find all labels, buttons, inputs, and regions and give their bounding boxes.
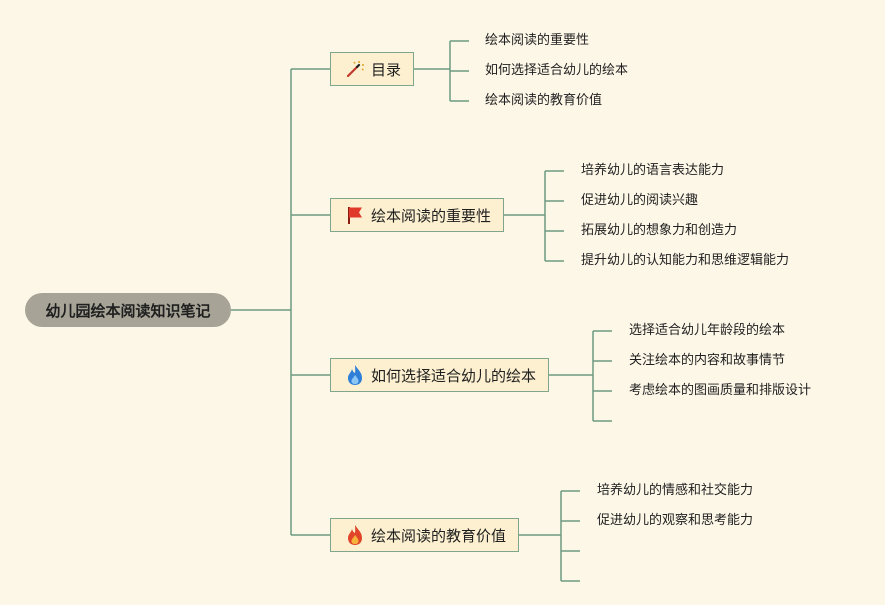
red-flag-icon xyxy=(345,204,365,226)
leaf-item[interactable]: 如何选择适合幼儿的绘本 xyxy=(485,63,629,78)
leaf-item[interactable]: 关注绘本的内容和故事情节 xyxy=(629,353,786,368)
leaf-item[interactable]: 绘本阅读的重要性 xyxy=(485,33,590,48)
red-flame-icon xyxy=(345,524,365,546)
topic-node-contents[interactable]: 目录 xyxy=(330,52,415,86)
leaf-item[interactable]: 考虑绘本的图画质量和排版设计 xyxy=(629,383,812,398)
leaf-item[interactable]: 促进幼儿的阅读兴趣 xyxy=(581,193,699,208)
leaf-item[interactable]: 培养幼儿的语言表达能力 xyxy=(581,163,725,178)
topic-node-importance[interactable]: 绘本阅读的重要性 xyxy=(330,198,505,232)
leaf-item[interactable]: 培养幼儿的情感和社交能力 xyxy=(597,483,754,498)
leaf-item[interactable]: 选择适合幼儿年龄段的绘本 xyxy=(629,323,786,338)
blue-flame-icon xyxy=(345,364,365,386)
root-node[interactable]: 幼儿园绘本阅读知识笔记 xyxy=(25,293,231,327)
topic-label: 绘本阅读的教育价值 xyxy=(371,526,507,545)
magic-wand-icon xyxy=(345,58,365,80)
leaf-item[interactable]: 提升幼儿的认知能力和思维逻辑能力 xyxy=(581,253,790,268)
topic-label: 目录 xyxy=(371,60,402,79)
topic-node-educational-value[interactable]: 绘本阅读的教育价值 xyxy=(330,518,520,552)
leaf-item[interactable]: 绘本阅读的教育价值 xyxy=(485,93,603,108)
topic-label: 如何选择适合幼儿的绘本 xyxy=(371,366,537,385)
leaf-item[interactable]: 拓展幼儿的想象力和创造力 xyxy=(581,223,738,238)
leaf-item[interactable]: 促进幼儿的观察和思考能力 xyxy=(597,513,754,528)
topic-label: 绘本阅读的重要性 xyxy=(371,206,492,225)
topic-node-selection[interactable]: 如何选择适合幼儿的绘本 xyxy=(330,358,550,392)
